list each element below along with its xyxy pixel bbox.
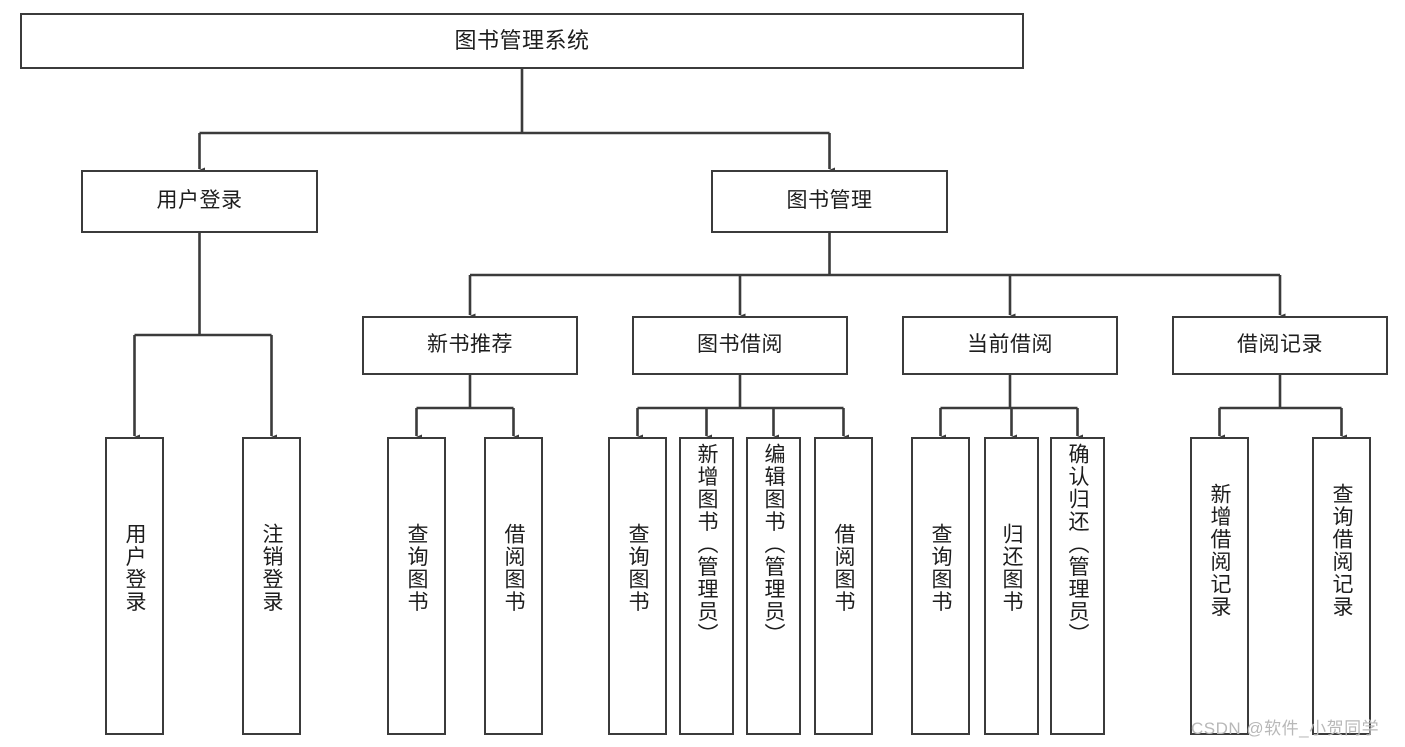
node-user-login[interactable]: 用户登录 [81,170,318,233]
node-leaf-user-logout[interactable]: 注销登录 [242,437,301,735]
node-label: 借阅记录 [1237,333,1323,357]
node-label: 查询图书 [626,523,649,613]
edges [129,69,1347,444]
node-leaf-cur-query[interactable]: 查询图书 [911,437,970,735]
node-label: 新增图书（管理员） [695,443,718,646]
node-leaf-cur-confirm[interactable]: 确认归还（管理员） [1050,437,1105,735]
node-leaf-rec-query[interactable]: 查询图书 [387,437,446,735]
node-label: 新书推荐 [427,333,513,357]
node-label: 当前借阅 [967,333,1053,357]
node-label: 编辑图书（管理员） [762,443,785,646]
node-leaf-borrow-lend[interactable]: 借阅图书 [814,437,873,735]
node-root[interactable]: 图书管理系统 [20,13,1024,69]
node-label: 用户登录 [156,189,243,213]
node-book-manage[interactable]: 图书管理 [711,170,948,233]
node-label: 用户登录 [123,523,146,613]
node-leaf-borrow-query[interactable]: 查询图书 [608,437,667,735]
node-book-borrow[interactable]: 图书借阅 [632,316,848,375]
node-borrow-record[interactable]: 借阅记录 [1172,316,1388,375]
node-leaf-borrow-add[interactable]: 新增图书（管理员） [679,437,734,735]
node-label: 注销登录 [260,523,283,613]
node-label: 借阅图书 [502,523,525,613]
node-label: 归还图书 [1000,523,1023,613]
node-label: 图书管理 [786,189,873,213]
node-label: 查询借阅记录 [1330,483,1353,618]
node-label: 新增借阅记录 [1208,483,1231,618]
node-leaf-rec-add[interactable]: 新增借阅记录 [1190,437,1249,735]
node-new-book-rec[interactable]: 新书推荐 [362,316,578,375]
node-current-borrow[interactable]: 当前借阅 [902,316,1118,375]
node-leaf-cur-return[interactable]: 归还图书 [984,437,1039,735]
node-label: 借阅图书 [832,523,855,613]
node-leaf-borrow-edit[interactable]: 编辑图书（管理员） [746,437,801,735]
node-label: 图书借阅 [697,333,783,357]
node-label: 图书管理系统 [454,28,590,54]
node-label: 确认归还（管理员） [1066,443,1089,646]
node-leaf-rec-search[interactable]: 查询借阅记录 [1312,437,1371,735]
watermark: CSDN @软件_小贺同学 [1191,719,1380,738]
node-label: 查询图书 [405,523,428,613]
node-label: 查询图书 [929,523,952,613]
node-leaf-user-login[interactable]: 用户登录 [105,437,164,735]
node-leaf-rec-borrow[interactable]: 借阅图书 [484,437,543,735]
